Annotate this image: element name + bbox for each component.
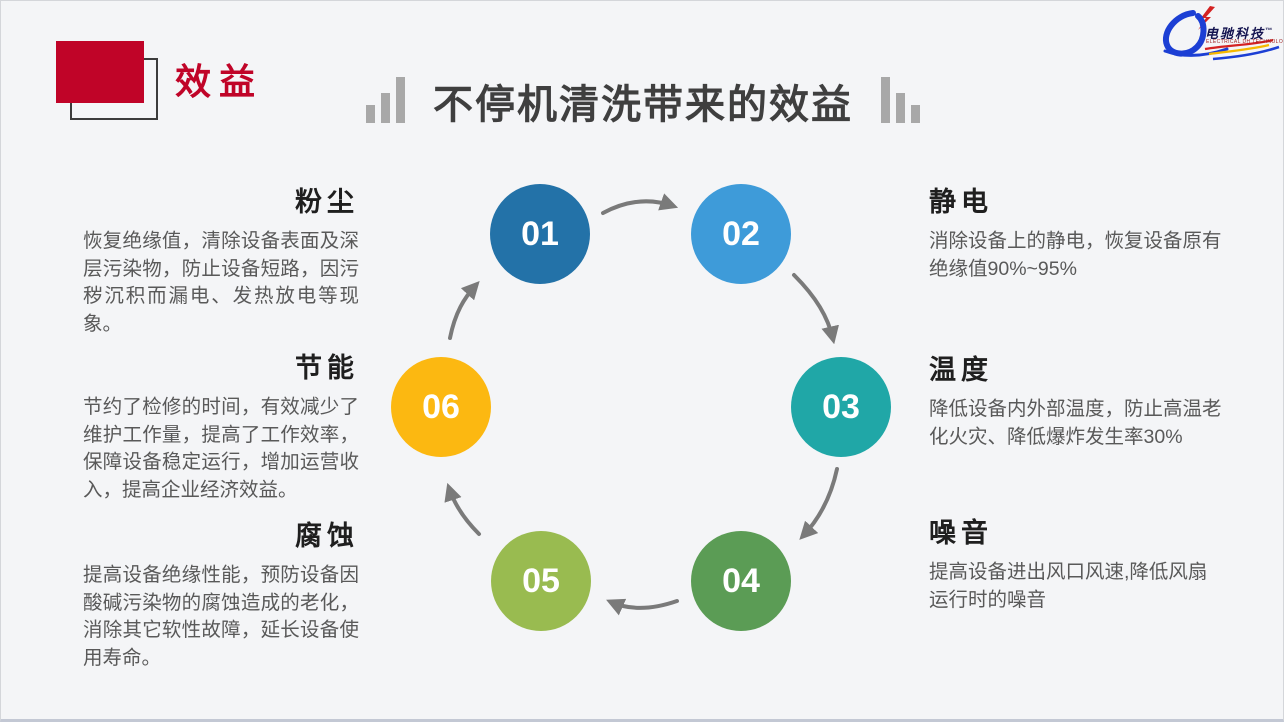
benefit-block-noise: 噪音 提高设备进出风口风速,降低风扇运行时的噪音: [929, 511, 1223, 614]
benefit-block-energy: 节能 节约了检修的时间，有效减少了维护工作量，提高了工作效率，保障设备稳定运行，…: [83, 346, 359, 505]
benefit-heading: 腐蚀: [295, 521, 359, 551]
benefit-body: 节约了检修的时间，有效减少了维护工作量，提高了工作效率，保障设备稳定运行，增加运…: [83, 396, 359, 502]
benefit-heading: 温度: [929, 355, 993, 385]
benefit-body: 提高设备进出风口风速,降低风扇运行时的噪音: [929, 561, 1208, 611]
arrow-05-06: [444, 482, 481, 536]
benefit-heading: 粉尘: [295, 187, 359, 217]
step-number: 03: [822, 387, 860, 426]
cycle-step-02: 02: [691, 184, 791, 284]
benefit-body: 降低设备内外部温度，防止高温老化火灾、降低爆炸发生率30%: [929, 398, 1222, 448]
page-title: 不停机清洗带来的效益: [433, 83, 853, 127]
brand-logo: 电驰科技™ ELECTRICAL DH TECHNOLOGY: [1157, 5, 1284, 65]
brand-tagline: ELECTRICAL DH TECHNOLOGY: [1206, 39, 1284, 45]
step-number: 02: [722, 214, 760, 253]
benefit-block-dust: 粉尘 恢复绝缘值，清除设备表面及深层污染物，防止设备短路，因污秽沉积而漏电、发热…: [83, 180, 359, 339]
cycle-step-03: 03: [791, 357, 891, 457]
benefit-block-temperature: 温度 降低设备内外部温度，防止高温老化火灾、降低爆炸发生率30%: [929, 348, 1223, 451]
title-row: 不停机清洗带来的效益: [1, 71, 1283, 127]
step-number: 06: [422, 387, 460, 426]
equalizer-bars-right-icon: [881, 77, 920, 127]
cycle-step-05: 05: [491, 531, 591, 631]
cycle-step-06: 06: [391, 357, 491, 457]
arrow-03-04: [799, 467, 839, 540]
benefit-block-corrosion: 腐蚀 提高设备绝缘性能，预防设备因酸碱污染物的腐蚀造成的老化，消除其它软性故障，…: [83, 514, 359, 673]
section-badge: [56, 41, 158, 120]
step-number: 04: [722, 561, 760, 600]
benefit-body: 恢复绝缘值，清除设备表面及深层污染物，防止设备短路，因污秽沉积而漏电、发热放电等…: [83, 230, 359, 336]
step-number: 01: [521, 214, 559, 253]
benefit-heading: 噪音: [929, 518, 993, 548]
benefit-body: 消除设备上的静电，恢复设备原有绝缘值90%~95%: [929, 230, 1222, 280]
cycle-step-04: 04: [691, 531, 791, 631]
arrow-06-01: [448, 281, 480, 340]
benefit-heading: 静电: [929, 187, 993, 217]
step-number: 05: [522, 561, 560, 600]
arrow-02-03: [792, 273, 839, 345]
arrow-04-05: [606, 598, 679, 616]
brand-logo-graphic: [1162, 6, 1280, 61]
benefit-body: 提高设备绝缘性能，预防设备因酸碱污染物的腐蚀造成的老化，消除其它软性故障，延长设…: [83, 564, 359, 670]
benefit-block-static: 静电 消除设备上的静电，恢复设备原有绝缘值90%~95%: [929, 180, 1223, 283]
section-title: 效益: [175, 61, 264, 102]
equalizer-bars-left-icon: [366, 77, 405, 127]
trademark-symbol: ™: [1265, 27, 1273, 35]
badge-red-rect: [56, 41, 144, 103]
benefit-heading: 节能: [295, 353, 359, 383]
cycle-step-01: 01: [490, 184, 590, 284]
brand-name: 电驰科技™: [1205, 26, 1273, 41]
arrow-01-02: [601, 193, 679, 215]
